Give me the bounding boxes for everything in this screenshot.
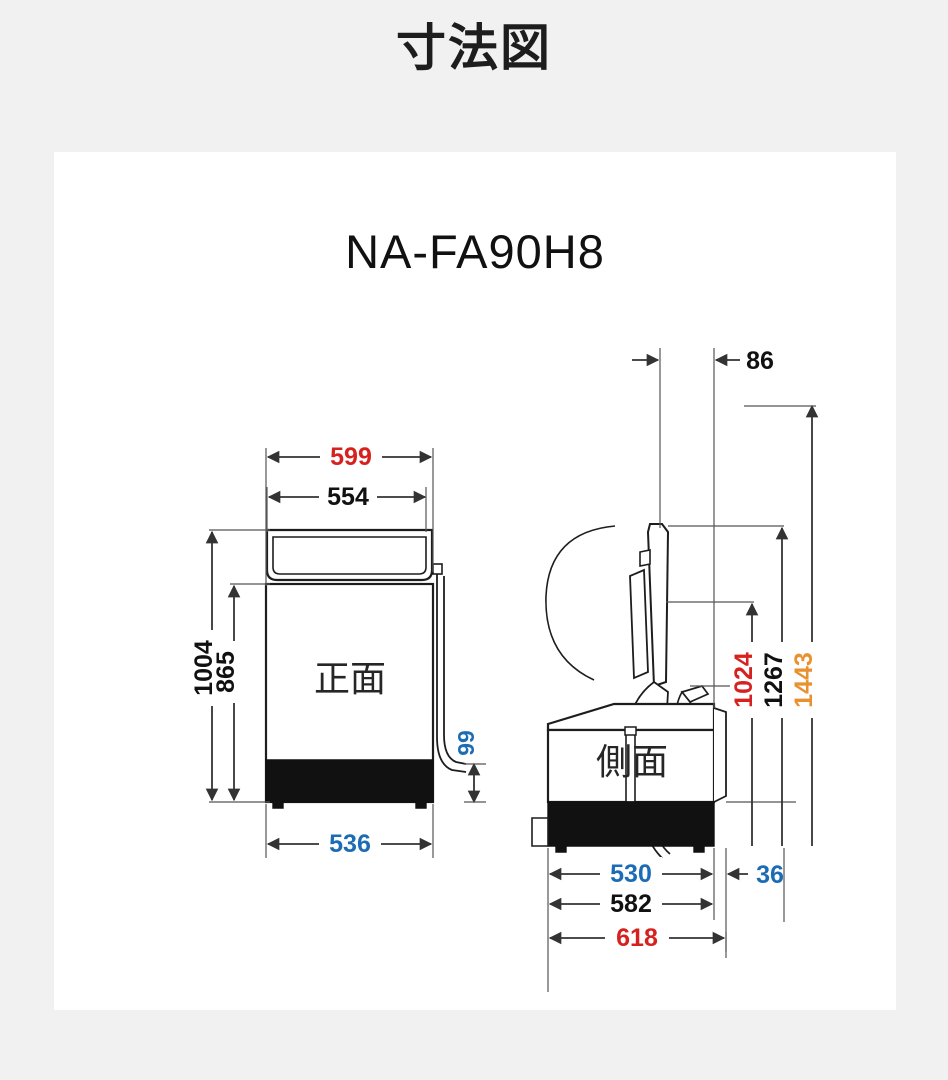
- dim-599-value: 599: [330, 443, 372, 471]
- side-standpipe-cap: [624, 726, 637, 736]
- side-base-foot: [531, 817, 549, 847]
- dim-base-clearance: 99: [453, 730, 486, 804]
- dim-front-width-outer: 599: [266, 440, 433, 472]
- dim-1004-value: 1004: [190, 640, 218, 696]
- side-view-label: 側面: [596, 741, 668, 782]
- dim-1024-value: 1024: [730, 652, 758, 708]
- dim-36-value: 36: [756, 861, 784, 889]
- dim-side-height-inner: 1024: [730, 602, 768, 846]
- side-extension-lines: [547, 348, 796, 992]
- front-view-drawing: 正面: [264, 528, 467, 809]
- dim-1267-value: 1267: [760, 652, 788, 708]
- front-drain-hose-inner: [443, 576, 467, 765]
- dim-front-height-inner: 865: [212, 584, 250, 802]
- dim-side-base-depth: 530: [548, 857, 714, 889]
- dim-front-base-width: 536: [266, 827, 433, 859]
- dim-582-value: 582: [610, 890, 652, 918]
- technical-drawing: 正面 599: [190, 347, 828, 992]
- side-rear-panel: [713, 707, 727, 803]
- dim-side-height-max: 1443: [744, 404, 828, 846]
- dim-side-total-depth: 618: [548, 921, 726, 953]
- dim-99-value: 99: [453, 730, 479, 756]
- side-top-deck: [546, 702, 716, 732]
- page-title: 寸法図: [396, 20, 552, 76]
- front-lid-inner: [272, 536, 427, 575]
- dim-side-height-mid: 1267: [760, 526, 798, 846]
- dim-front-width-inner: 554: [267, 480, 427, 512]
- dim-side-rear-clearance: 36: [726, 861, 784, 889]
- front-view-label: 正面: [314, 658, 386, 699]
- dim-530-value: 530: [610, 860, 652, 888]
- side-lid-inner-panel: [629, 568, 649, 680]
- dim-1443-value: 1443: [790, 652, 818, 708]
- dim-618-value: 618: [616, 924, 658, 952]
- dim-86-value: 86: [746, 347, 774, 375]
- front-hinge-nub: [432, 563, 443, 575]
- dim-554-value: 554: [327, 483, 369, 511]
- side-view-drawing: 側面: [531, 523, 727, 859]
- side-base-block: [547, 801, 715, 853]
- lid-swing-arc: [545, 525, 616, 681]
- model-name: NA-FA90H8: [345, 225, 605, 278]
- front-base-block: [265, 759, 434, 809]
- side-open-lid: [646, 523, 670, 688]
- dim-536-value: 536: [329, 830, 371, 858]
- front-drain-hose-outer: [436, 574, 467, 773]
- dim-side-body-depth: 582: [548, 887, 714, 919]
- side-lid-latch: [639, 549, 651, 567]
- front-extension-lines: [209, 448, 434, 858]
- diagram-card: NA-FA90H8: [54, 152, 896, 1010]
- dim-865-value: 865: [212, 651, 240, 693]
- dim-lid-offset: 86: [632, 347, 774, 375]
